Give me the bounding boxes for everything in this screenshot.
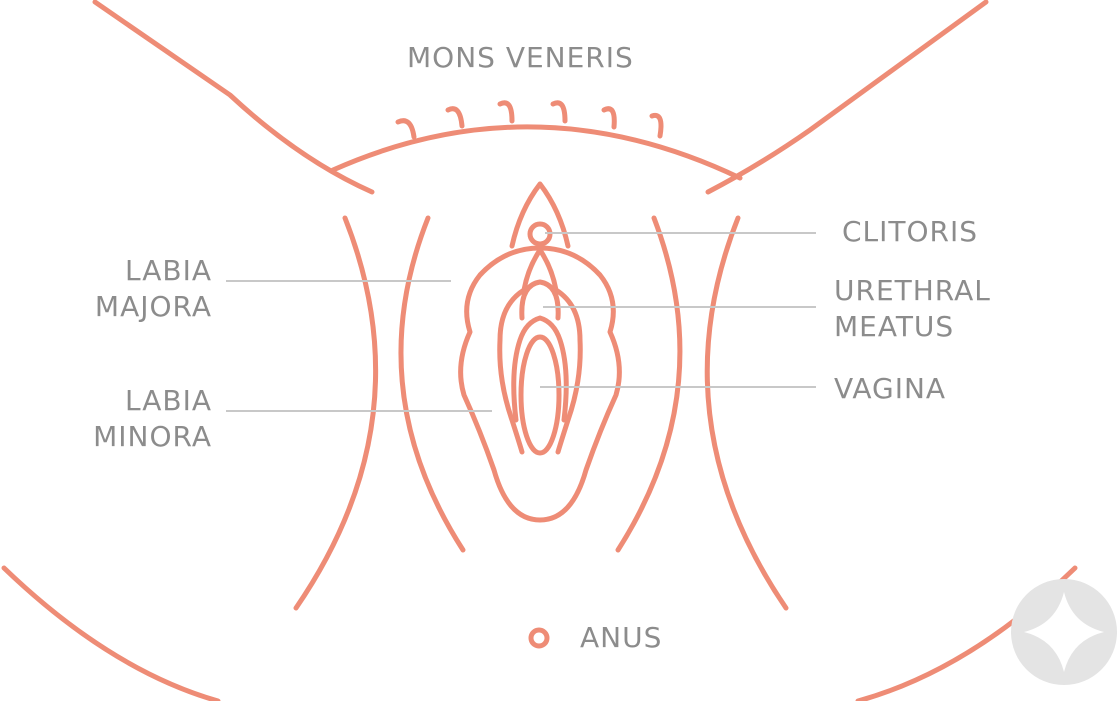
label-urethral-meatus-line1: URETHRAL <box>834 274 991 307</box>
label-vagina: VAGINA <box>834 372 947 405</box>
left-inner-fold <box>398 215 466 553</box>
right-inner-fold <box>615 215 683 553</box>
label-labia-minora: LABIA MINORA <box>93 383 212 455</box>
right-outer-fold <box>704 215 789 611</box>
labia-minora-outline <box>497 247 583 455</box>
left-outer-fold <box>293 215 379 611</box>
pubic-hair-curls <box>395 100 664 140</box>
label-anus: ANUS <box>580 621 663 654</box>
label-labia-majora-line1: LABIA <box>124 254 212 287</box>
label-mons-veneris: MONS VENERIS <box>407 41 634 74</box>
label-labia-majora: LABIA MAJORA <box>95 253 212 325</box>
left-lower-curve <box>1 565 221 701</box>
right-thigh-line <box>705 0 989 195</box>
anus-mark <box>528 627 550 649</box>
label-labia-minora-line1: LABIA <box>124 384 212 417</box>
label-urethral-meatus-line2: MEATUS <box>834 310 955 343</box>
label-labia-minora-line2: MINORA <box>93 420 212 453</box>
clitoral-hood <box>509 181 571 249</box>
label-labia-majora-line2: MAJORA <box>94 290 212 323</box>
left-thigh-line <box>92 0 375 195</box>
mons-veneris-arc <box>330 124 743 181</box>
label-clitoris: CLITORIS <box>842 215 979 248</box>
urethral-meatus-outline <box>511 279 569 423</box>
sparkle-star-icon <box>1011 579 1117 685</box>
vaginal-opening <box>518 334 562 456</box>
labia-majora-outline <box>458 245 622 523</box>
label-urethral-meatus: URETHRAL MEATUS <box>834 273 991 345</box>
